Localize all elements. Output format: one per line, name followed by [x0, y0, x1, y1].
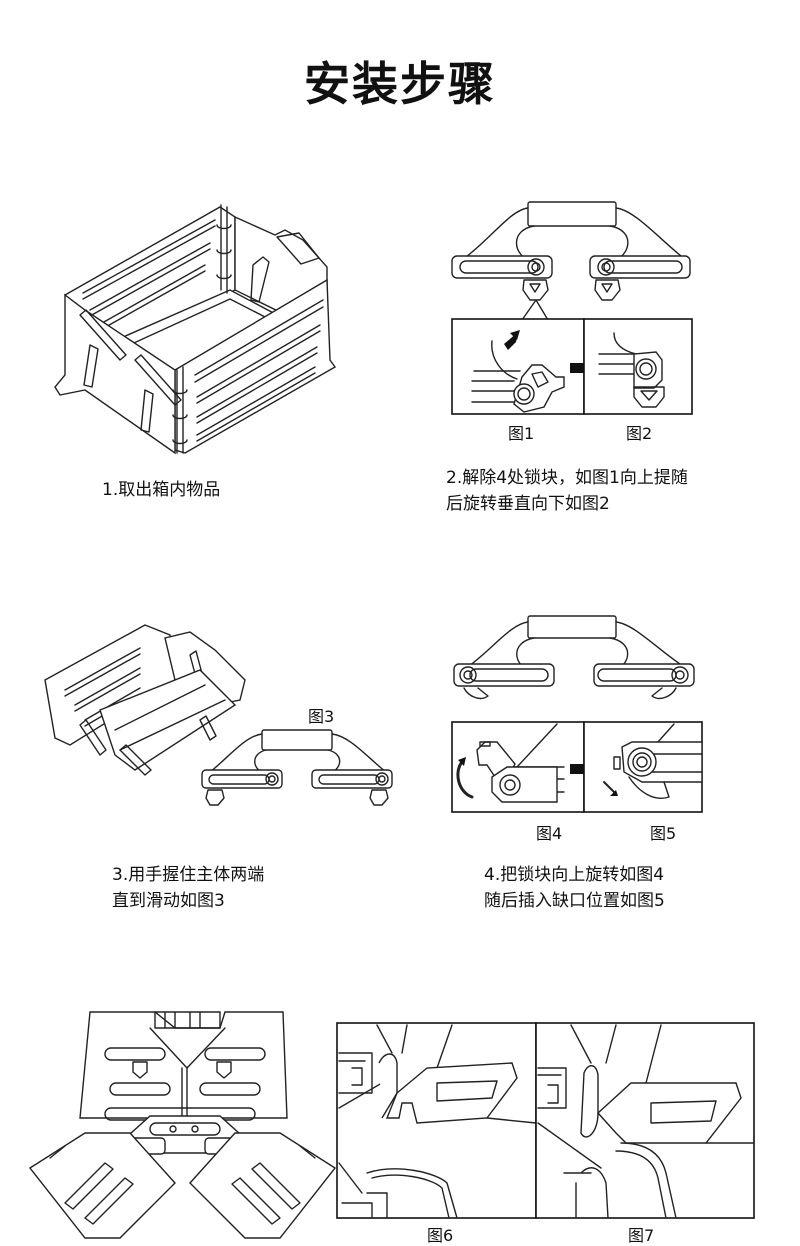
- step-3-caption-line: 直到滑动如图3: [112, 891, 225, 911]
- figure-2-panel: [583, 318, 693, 415]
- handle-illustration-step-2: [451, 201, 691, 321]
- step-1-caption-line: 1.取出箱内物品: [102, 480, 221, 500]
- figure-6-label: 图6: [427, 1226, 454, 1245]
- folding-crate-illustration: [44, 624, 246, 776]
- figure-1-panel: [451, 318, 585, 415]
- crate-illustration: [54, 204, 337, 455]
- step-4-caption-line: 4.把锁块向上旋转如图4: [484, 865, 665, 885]
- step-3-caption-line: 3.用手握住主体两端: [112, 865, 265, 885]
- page-title: 安装步骤: [304, 57, 496, 111]
- step-2-caption-line: 2.解除4处锁块，如图1向上提随: [446, 468, 688, 488]
- figure-6-panel: [336, 1022, 537, 1219]
- handle-illustration-step-3: [201, 729, 393, 806]
- step-3-caption: 3.用手握住主体两端 直到滑动如图3: [112, 862, 264, 914]
- step-1-caption: 1.取出箱内物品: [102, 477, 220, 503]
- step-2-caption: 2.解除4处锁块，如图1向上提随 后旋转垂直向下如图2: [446, 465, 688, 517]
- step-4-caption-line: 随后插入缺口位置如图5: [484, 891, 665, 911]
- figure-4-panel: [451, 721, 585, 813]
- figure-2-label: 图2: [626, 424, 653, 443]
- figure-4-label: 图4: [536, 824, 563, 843]
- figure-5-label: 图5: [650, 824, 677, 843]
- figure-1-label: 图1: [508, 424, 535, 443]
- figure-3-label: 图3: [308, 707, 335, 726]
- handle-illustration-step-4: [453, 615, 695, 700]
- figure-7-panel: [535, 1022, 755, 1219]
- step-2-caption-line: 后旋转垂直向下如图2: [446, 494, 610, 514]
- step-4-caption: 4.把锁块向上旋转如图4 随后插入缺口位置如图5: [484, 862, 665, 914]
- figure-5-panel: [583, 721, 703, 813]
- unfolded-crate-illustration: [28, 1011, 337, 1239]
- figure-7-label: 图7: [628, 1226, 655, 1245]
